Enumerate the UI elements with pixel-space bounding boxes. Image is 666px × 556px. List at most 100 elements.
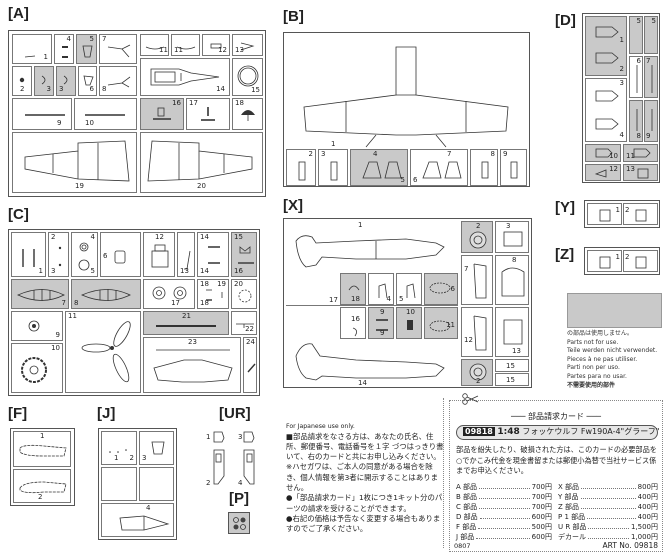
part-b3: 3 xyxy=(318,149,348,186)
part-a18: 18 xyxy=(232,98,263,130)
parts-order-card: ─── 部品請求カード ─── 09818 1:48 フォッケウルフ Fw190… xyxy=(449,393,663,552)
unused-parts-legend: の部品は使用しません。 Parts not for use. Teile wer… xyxy=(567,330,658,389)
part-c14: 14 14 xyxy=(197,232,229,277)
part-a16: 16 xyxy=(140,98,184,130)
part-a9: 9 xyxy=(12,98,72,130)
part-c20: 20 xyxy=(231,279,257,309)
section-ur-label: [UR] xyxy=(219,405,251,422)
part-c7: 7 xyxy=(11,279,69,309)
card-footer-code: 0807 xyxy=(454,542,471,550)
part-x8: 8 xyxy=(495,255,529,305)
sprue-b: 1 2 3 4 5 6 7 8 9 xyxy=(283,32,530,187)
scissors-icon xyxy=(462,393,479,405)
part-x1-fuselage-left: 1 xyxy=(286,221,458,303)
part-c2-c3: 2 3 xyxy=(48,232,69,277)
part-a13: 13 xyxy=(232,34,263,56)
sprue-j-empty-2 xyxy=(139,467,174,501)
part-j1-j2: 1 2 xyxy=(101,431,137,465)
part-z1: 1 xyxy=(587,250,622,272)
notes-header: For Japanese use only. xyxy=(286,423,355,430)
kit-name: フォッケウルフ Fw190A-4"グラーフ" xyxy=(522,427,660,436)
part-a12: 12 xyxy=(202,34,230,56)
section-y-label: [Y] xyxy=(555,199,575,216)
part-c11-propeller: 11 xyxy=(65,311,141,393)
part-c23: 23 xyxy=(143,337,241,393)
part-j4-canopy: 4 xyxy=(101,503,174,537)
order-instructions: 部品を紛失したり、破損された方は、このカードの必要部品を○でかこみ代金を現金書留… xyxy=(456,445,657,475)
kit-code: 09818 xyxy=(463,427,495,436)
sprue-p xyxy=(228,512,250,534)
sprue-f: 1 2 xyxy=(10,428,75,506)
section-c-label: [C] xyxy=(8,206,29,223)
part-x9: 9 9 xyxy=(368,307,394,339)
part-a2: 2 xyxy=(12,66,32,96)
part-c24: 24 xyxy=(243,337,257,393)
part-c1: 1 xyxy=(11,232,46,277)
part-x10: 10 xyxy=(396,307,422,339)
part-x16-x17: 18 xyxy=(340,273,366,305)
part-a3-1: 3 xyxy=(34,66,54,96)
section-j-label: [J] xyxy=(97,405,116,422)
sprue-j-empty-1 xyxy=(101,467,137,501)
part-d10: 10 xyxy=(585,144,621,162)
part-a3-2: 3 xyxy=(56,66,76,96)
part-a11-2: 11 xyxy=(171,34,200,56)
part-d1-d2: 1 2 xyxy=(585,16,627,76)
sprue-c: 1 2 3 4 5 6 12 13 14 14 15 16 7 8 xyxy=(8,229,260,396)
part-c8: 8 xyxy=(71,279,141,309)
part-x13: 13 xyxy=(495,307,529,357)
part-b9: 9 xyxy=(500,149,527,186)
part-a20-wing-lower-right: 20 xyxy=(140,132,263,193)
section-a-label: [A] xyxy=(8,5,29,22)
part-f2: 2 xyxy=(13,469,71,503)
part-x14-fuselage-right: 14 xyxy=(286,305,458,388)
part-c12: 12 xyxy=(143,232,175,277)
part-c6: 6 xyxy=(100,232,141,277)
part-d5-2: 5 xyxy=(644,16,658,54)
sprue-z: 1 2 xyxy=(584,247,660,275)
sprue-d: 1 2 3 4 5 5 6 7 8 9 10 11 12 13 xyxy=(582,13,660,183)
part-a6: 6 xyxy=(78,66,97,96)
part-c10-engine: 10 xyxy=(11,343,63,393)
part-d8: 8 xyxy=(629,100,643,142)
part-a1: 1 xyxy=(12,34,52,64)
sprue-a: 1 4 5 7 11 11 12 13 2 3 3 6 xyxy=(8,30,266,197)
section-f-label: [F] xyxy=(8,405,28,422)
part-z2: 2 xyxy=(623,250,658,272)
cut-line xyxy=(443,398,444,548)
part-a5: 5 xyxy=(76,34,97,64)
part-x12: 12 xyxy=(461,307,493,357)
order-card-title: ─── 部品請求カード ─── xyxy=(511,412,601,421)
part-d5-1: 5 xyxy=(629,16,643,54)
part-a14: 14 xyxy=(140,58,230,96)
part-a15: 15 xyxy=(232,58,263,96)
part-d3-d4: 3 4 xyxy=(585,78,627,142)
sprue-y: 1 2 xyxy=(584,200,660,228)
part-c21: 21 xyxy=(143,311,229,335)
kit-name-banner: 09818 1:48 フォッケウルフ Fw190A-4"グラーフ" xyxy=(456,425,660,440)
part-x5: 5 xyxy=(396,273,422,305)
part-c22: 22 xyxy=(231,311,257,335)
part-c4-c5: 4 5 xyxy=(71,232,98,277)
part-a11-1: 11 xyxy=(140,34,169,56)
part-d7: 7 xyxy=(644,56,658,98)
part-b1-wing-upper xyxy=(286,35,527,148)
part-a17: 17 xyxy=(186,98,230,130)
unused-parts-swatch xyxy=(567,293,662,328)
part-c15-c16: 15 16 xyxy=(231,232,257,277)
art-number: ART No. 09818 xyxy=(602,541,658,550)
part-x2-wheel-1: 2 xyxy=(461,221,493,253)
part-c17: 17 xyxy=(143,279,195,309)
part-d12: 12 xyxy=(585,164,621,181)
section-x-label: [X] xyxy=(283,197,303,214)
part-a4: 4 xyxy=(54,34,74,64)
